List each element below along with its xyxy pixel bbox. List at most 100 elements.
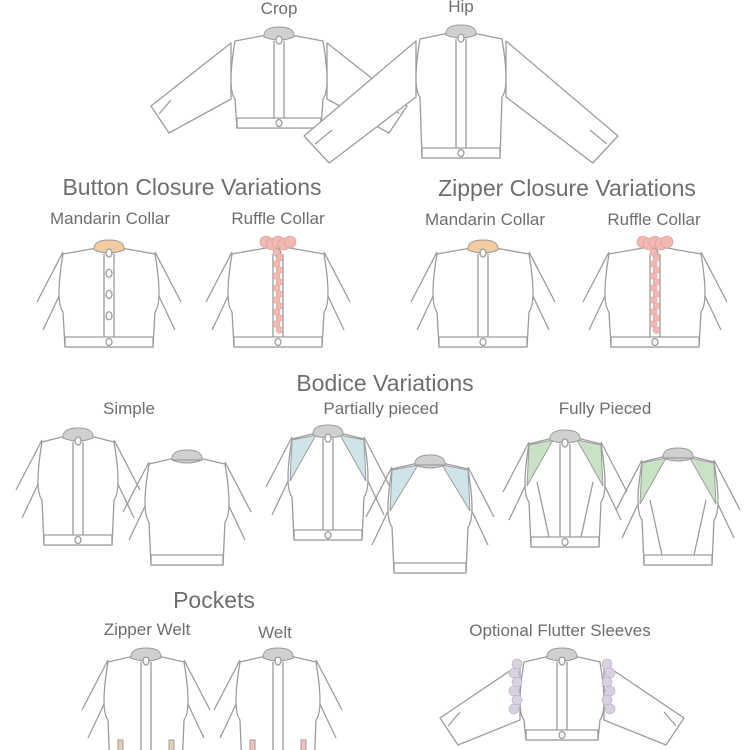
label-hip: Hip xyxy=(448,0,474,16)
jacket-body xyxy=(415,32,507,159)
hem-band xyxy=(150,554,224,566)
right-sleeve xyxy=(183,659,211,711)
label-partial: Partially pieced xyxy=(323,399,438,418)
left-cuff xyxy=(314,129,333,145)
left-flutter-sleeve xyxy=(508,703,520,715)
right-sleeve xyxy=(113,439,141,491)
right-flutter-sleeve xyxy=(604,685,616,697)
left-shoulder-panel xyxy=(289,434,317,482)
ruffle-collar xyxy=(283,235,297,249)
left-sleeve-under xyxy=(588,291,608,331)
jacket-button-ruffle xyxy=(205,235,351,348)
right-sleeve xyxy=(154,251,182,303)
jacket-body xyxy=(235,655,321,750)
button xyxy=(105,289,113,300)
jacket-body xyxy=(103,655,189,750)
jacket-zipper-ruffle xyxy=(582,235,728,348)
jacket-button-mandarin xyxy=(36,239,182,348)
right-sleeve xyxy=(700,251,728,303)
label-zipper-ruffle: Ruffle Collar xyxy=(607,210,701,229)
ruffle-placket xyxy=(275,326,284,334)
jacket-partial-back xyxy=(365,454,495,574)
ruffle-placket xyxy=(272,308,281,316)
left-flutter-sleeve xyxy=(508,685,520,697)
right-cuff xyxy=(589,129,608,145)
left-sleeve-under xyxy=(271,476,291,516)
ruffle-placket xyxy=(652,290,661,298)
left-sleeve-under xyxy=(621,499,641,539)
right-flutter-sleeve xyxy=(601,694,613,706)
ruffle-placket xyxy=(652,266,661,274)
left-sleeve xyxy=(365,466,393,518)
hem-button xyxy=(479,337,487,347)
right-sleeve-under xyxy=(469,506,489,546)
right-shoulder-panel xyxy=(339,434,367,482)
right-sleeve-under xyxy=(602,481,622,521)
right-pocket xyxy=(300,739,307,750)
right-sleeve-under xyxy=(715,499,735,539)
label-welt: Welt xyxy=(258,623,292,642)
right-sleeve xyxy=(467,466,495,518)
jacket-zipper-welt xyxy=(81,647,211,750)
ruffle-placket xyxy=(652,314,661,322)
right-sleeve xyxy=(528,251,556,303)
jacket-body xyxy=(230,34,328,129)
hem-band xyxy=(643,554,713,566)
ruffle-collar xyxy=(660,235,674,249)
left-sleeve xyxy=(582,251,610,303)
left-cuff xyxy=(447,711,461,727)
collar xyxy=(662,447,694,462)
left-sleeve xyxy=(15,439,43,491)
hem-button xyxy=(105,337,113,347)
right-flutter-sleeve xyxy=(601,676,613,688)
label-zipper-welt: Zipper Welt xyxy=(104,620,191,639)
right-sleeve-under xyxy=(702,291,722,331)
right-sleeve xyxy=(713,459,741,511)
ruffle-placket xyxy=(275,314,284,322)
left-princess-seam xyxy=(536,481,550,538)
right-cuff xyxy=(663,711,677,727)
heading-button-closure: Button Closure Variations xyxy=(62,174,321,200)
left-flutter-sleeve xyxy=(511,676,523,688)
ruffle-placket xyxy=(649,272,658,280)
collar-button xyxy=(275,35,283,45)
left-sleeve xyxy=(36,251,64,303)
collar-button xyxy=(142,656,150,666)
button xyxy=(105,268,113,278)
ruffle-placket xyxy=(649,248,658,256)
ruffle-placket xyxy=(275,254,284,262)
right-sleeve xyxy=(505,40,619,164)
right-pocket xyxy=(168,739,175,750)
heading-zipper-closure: Zipper Closure Variations xyxy=(438,175,696,201)
jacket-body xyxy=(37,435,119,546)
right-sleeve xyxy=(323,251,351,303)
ruffle-placket xyxy=(275,290,284,298)
collar xyxy=(171,449,203,464)
heading-bodice: Bodice Variations xyxy=(296,370,473,396)
label-button-mandarin: Mandarin Collar xyxy=(50,209,170,228)
left-shoulder-panel xyxy=(389,464,420,512)
right-flutter-sleeve xyxy=(604,703,616,715)
collar-button xyxy=(105,248,113,258)
jacket-fully-back xyxy=(615,447,741,566)
ruffle-placket xyxy=(652,326,661,334)
jacket-welt xyxy=(213,647,343,750)
ruffle-placket xyxy=(649,260,658,268)
left-sleeve xyxy=(439,663,521,746)
left-sleeve xyxy=(615,459,643,511)
left-flutter-sleeve xyxy=(511,694,523,706)
collar-button xyxy=(457,33,465,43)
left-sleeve xyxy=(265,436,293,488)
left-sleeve xyxy=(213,659,241,711)
ruffle-placket xyxy=(275,278,284,286)
left-sleeve-under xyxy=(211,291,231,331)
ruffle-placket xyxy=(649,284,658,292)
left-sleeve-under xyxy=(219,699,239,739)
left-pocket xyxy=(249,739,256,750)
left-sleeve-under xyxy=(371,506,391,546)
jacket-body xyxy=(519,655,605,741)
right-sleeve xyxy=(603,663,685,746)
jacket-simple-front xyxy=(15,427,141,546)
jacket-flutter xyxy=(439,647,685,746)
left-sleeve-under xyxy=(508,481,528,521)
